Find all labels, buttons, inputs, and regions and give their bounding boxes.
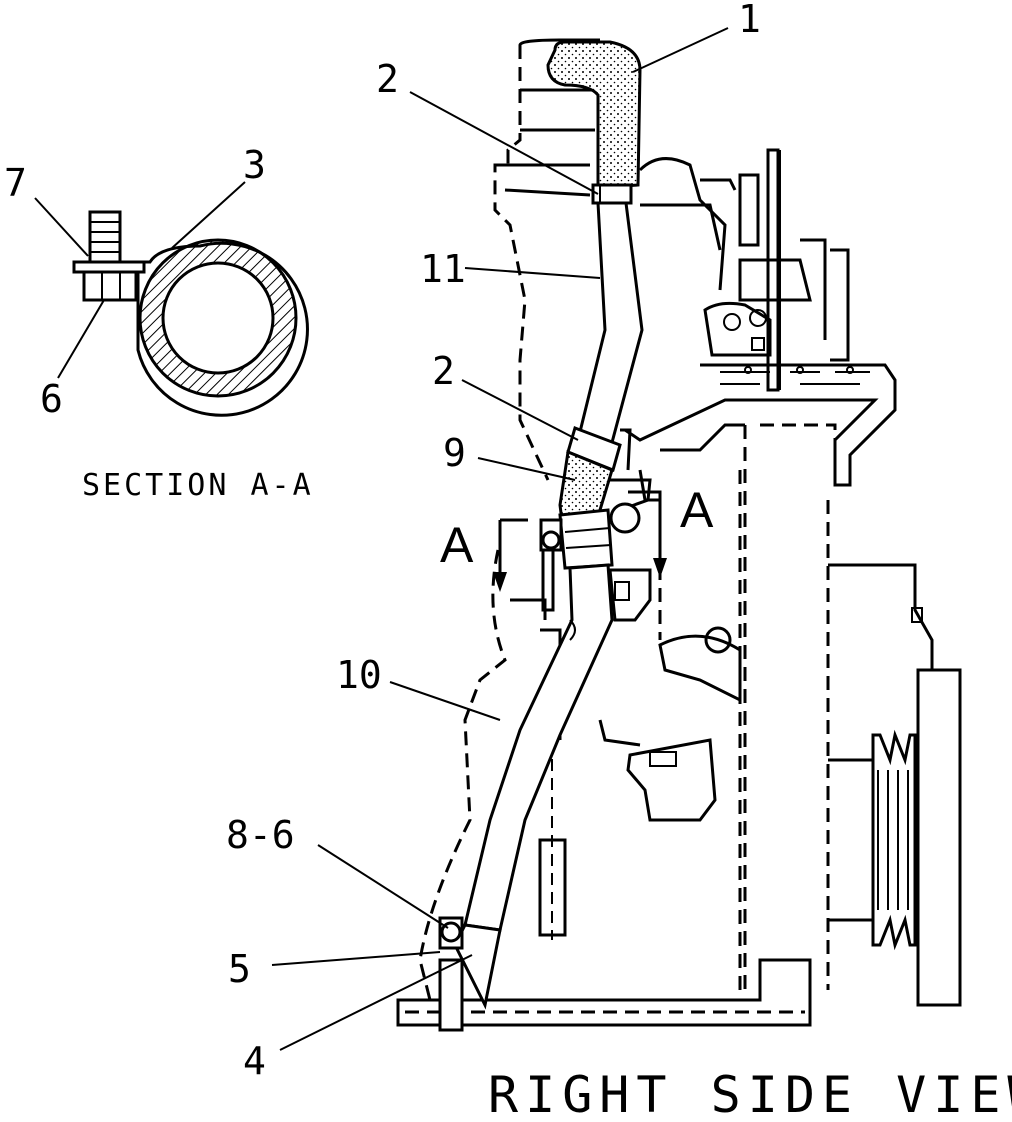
oil-pan xyxy=(396,958,812,1027)
view-title: RIGHT SIDE VIEW xyxy=(488,1066,1012,1122)
callout-10: 10 xyxy=(336,653,382,697)
clip-strap xyxy=(78,241,309,417)
callout-8-6: 8-6 xyxy=(226,813,295,857)
section-a-a-detail xyxy=(34,181,309,417)
breather-assembly xyxy=(438,40,652,1032)
callout-9: 9 xyxy=(443,431,466,475)
clamp-upper xyxy=(591,183,633,205)
tube-upper xyxy=(576,201,644,452)
section-marker-right: A xyxy=(680,482,714,538)
section-marker-left: A xyxy=(440,517,474,573)
callout-labels: 1 2 3 7 11 6 2 9 10 8-6 5 4 xyxy=(4,0,761,1083)
callout-5: 5 xyxy=(228,947,251,991)
section-markers: A A xyxy=(440,482,714,592)
callout-1: 1 xyxy=(738,0,761,41)
mounting-bracket xyxy=(624,363,897,487)
damper xyxy=(916,668,962,1007)
tube-bore xyxy=(161,261,275,375)
section-title: SECTION A-A xyxy=(82,468,314,503)
callout-2-lower: 2 xyxy=(432,349,455,393)
callout-6: 6 xyxy=(40,377,63,421)
callout-leaders xyxy=(271,27,729,1051)
crank-pulley xyxy=(871,729,917,951)
callout-7: 7 xyxy=(4,161,27,205)
callout-2-upper: 2 xyxy=(376,57,399,101)
callout-11: 11 xyxy=(420,247,466,291)
clamp-lower xyxy=(558,508,614,570)
bolt xyxy=(72,210,146,302)
callout-3: 3 xyxy=(243,143,266,187)
callout-4: 4 xyxy=(243,1039,266,1083)
engine-body xyxy=(396,38,962,1027)
